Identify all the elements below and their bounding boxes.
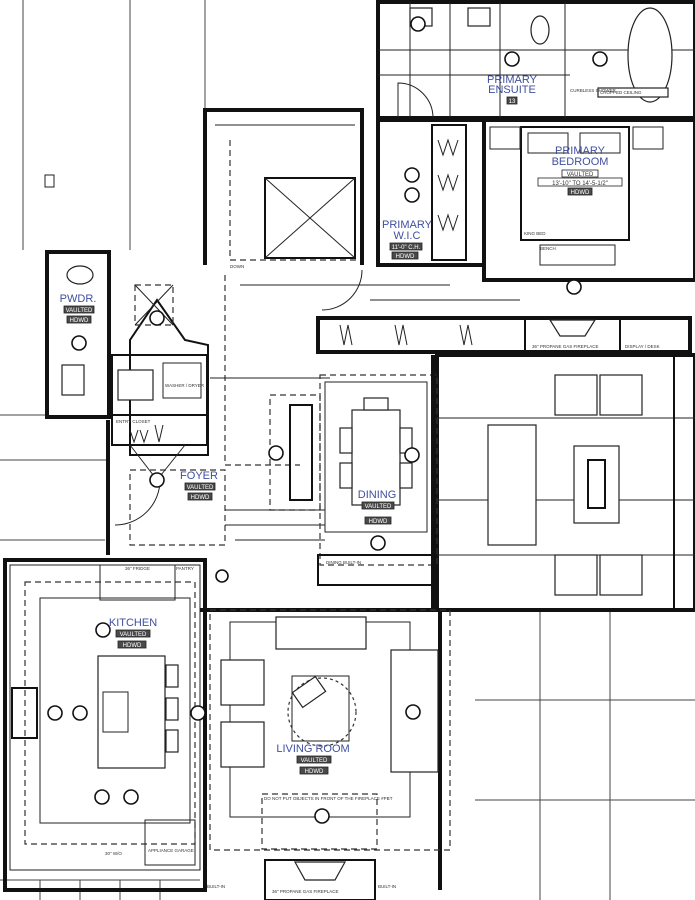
marker-icon [268,445,284,461]
laundry-entry-closet [111,284,209,481]
curbless-shower-note: CURBLESS SHOWER [570,88,617,93]
dining-ceiling-tag: VAULTED [365,504,392,510]
stairwell [203,108,364,265]
covered-patio [435,353,695,612]
living-floor-tag: HDWD [305,769,324,775]
marker-icon [566,279,582,295]
marker-icon [149,310,165,326]
bedroom-ceiling-tag: VAULTED [567,172,594,178]
fireplace-warning-note: DO NOT PUT OBJECTS IN FRONT OF THE FIREP… [264,796,393,801]
powder-room [45,250,111,419]
marker-icon [370,535,386,551]
kitchen-ceiling-tag: VAULTED [120,632,147,638]
down-note: DOWN [230,264,244,269]
dining-area [317,355,438,610]
wic-ceiling-tag: 11'-0" C.H. [392,245,421,251]
fridge-note: 36" FRIDGE [125,566,150,571]
bedroom-floor-tag: HDWD [571,190,590,196]
wo-note: 30" W/O [105,851,122,856]
bedroom-label-2: BEDROOM [552,156,609,168]
marker-icon [149,472,165,488]
marker-icon [404,447,420,463]
wic-floor-tag: HDWD [396,254,415,260]
foyer-ceiling-tag: VAULTED [187,485,214,491]
dining-label: DINING [358,489,397,501]
marker-icon [71,335,87,351]
built-in-right-note: BUILT-IN [378,884,396,889]
hall-closet-strip [240,269,692,354]
foyer-floor-tag: HDWD [191,495,210,501]
living-room-label: LIVING ROOM [276,743,349,755]
bench-note: BENCH [540,246,556,251]
kitchen-label: KITCHEN [109,617,157,629]
powder-label: PWDR. [60,293,97,305]
entry-closet-note: ENTRY CLOSET [116,419,151,424]
pantry-note: PANTRY [176,566,194,571]
washer-dryer-note: WASHER / DRYER [165,383,205,388]
marker-icon [504,51,520,67]
powder-ceiling-tag: VAULTED [66,308,93,314]
marker-icon [72,705,88,721]
living-room [200,608,451,900]
marker-icon [95,622,111,638]
marker-icon [215,569,229,583]
marker-icon [410,16,426,32]
marker-icon [404,187,420,203]
bedroom-height-tag: 13'-10" TO 14'-5-1/2" [552,181,608,187]
marker-icon [123,789,139,805]
ensuite-label: PRIMARY [487,74,538,86]
wic-label-2: W.I.C [394,230,421,242]
marker-icon [94,789,110,805]
marker-icon [404,167,420,183]
kitchen [3,558,207,892]
marker-icon [314,808,330,824]
built-in-left-note: BUILT-IN [207,884,225,889]
marker-icon [47,705,63,721]
powder-floor-tag: HDWD [70,318,89,324]
primary-bedroom [482,118,695,282]
marker-icon [592,51,608,67]
dining-built-in-note: DINING BUILT-IN [326,560,361,565]
living-ceiling-tag: VAULTED [301,758,328,764]
upper-fireplace-note: 36" PROPANE GAS FIREPLACE [532,344,599,349]
foyer-label: FOYER [180,470,218,482]
kitchen-floor-tag: HDWD [123,643,142,649]
king-bed-note: KING BED [524,231,546,236]
cropped-ceiling-note: CROPPED CEILING [600,90,642,95]
elevation-markers [47,16,608,824]
lower-fireplace-note: 36" PROPANE GAS FIREPLACE [272,889,339,894]
ensuite-tag: 13 [509,99,516,105]
dining-floor-tag: HDWD [369,519,388,525]
wic-label: PRIMARY [382,219,433,231]
marker-icon [405,704,421,720]
bedroom-label: PRIMARY [555,145,606,157]
ensuite-tag-box [506,96,518,105]
appliance-garage-note: APPLIANCE GARAGE [148,848,194,853]
foyer [106,275,330,555]
display-desk-note: DISPLAY / DESK [625,344,660,349]
marker-icon [190,705,206,721]
ensuite-label-2: ENSUITE [488,84,536,96]
primary-ensuite [376,0,695,120]
